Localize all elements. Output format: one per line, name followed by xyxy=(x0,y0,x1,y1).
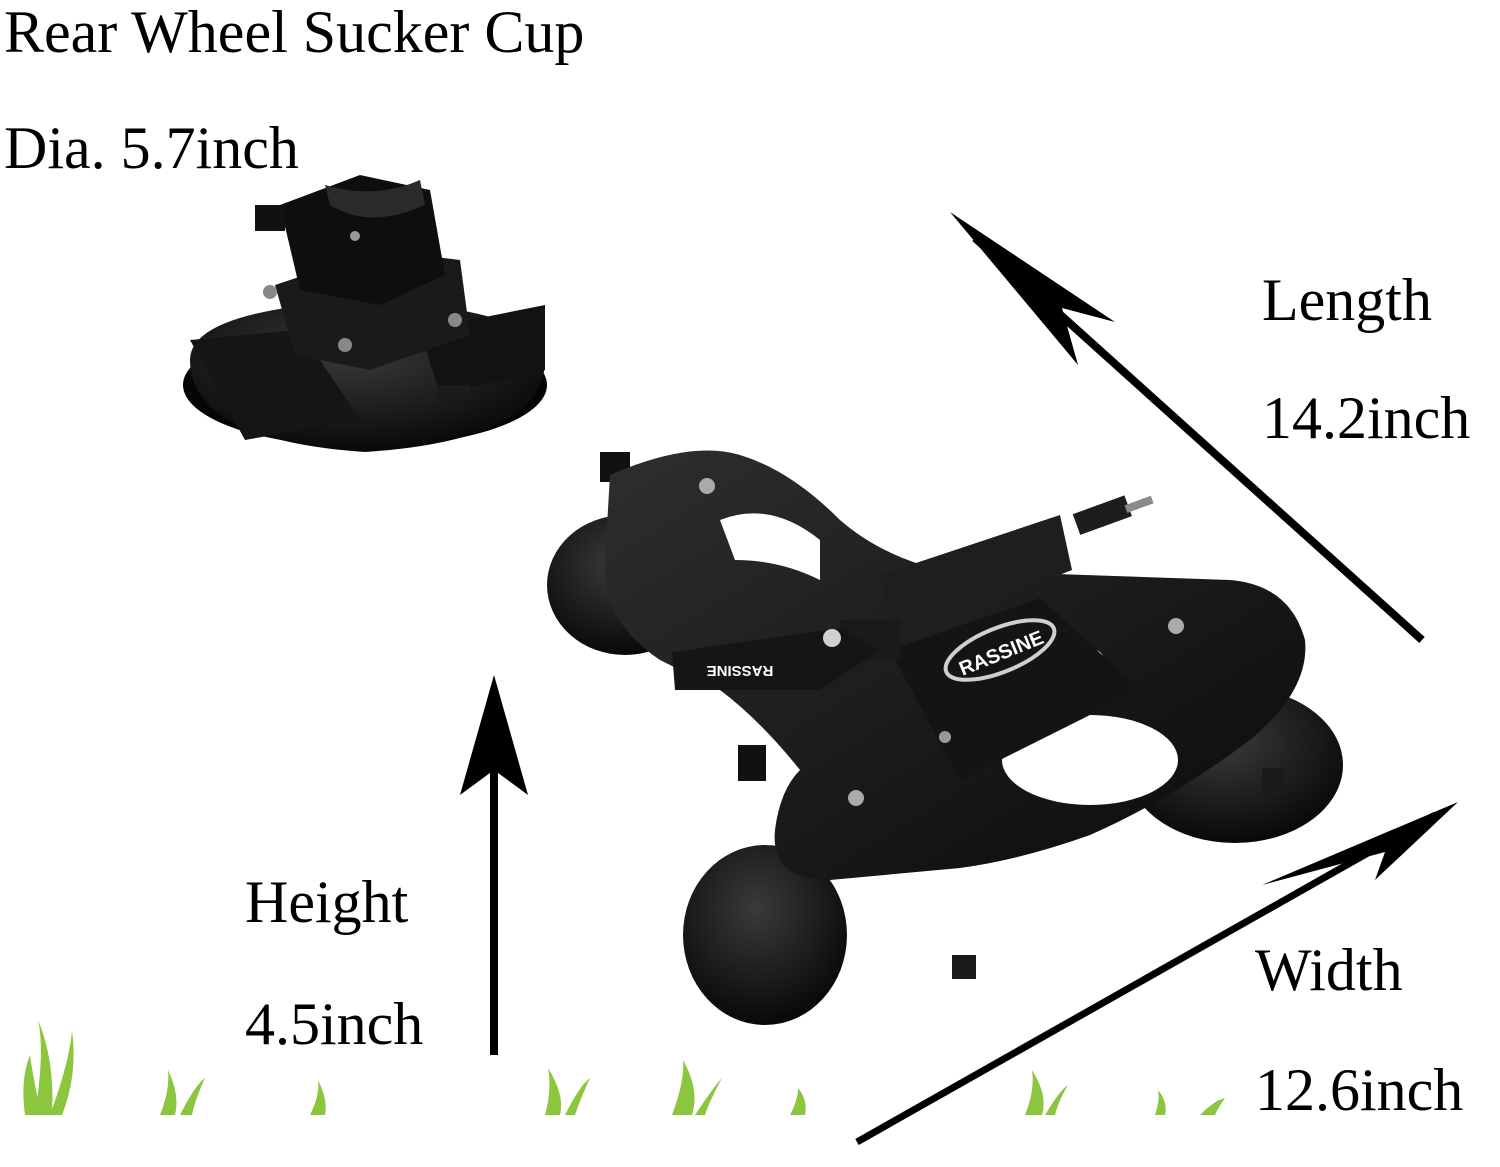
height-value: 4.5inch xyxy=(245,991,424,1057)
suction-cup-front xyxy=(683,745,976,1025)
length-arrow xyxy=(950,212,1425,643)
rear-cup-title: Rear Wheel Sucker Cup xyxy=(4,0,585,65)
rear-wheel-cup xyxy=(183,175,547,452)
grass-decoration xyxy=(23,1020,1225,1115)
lever-brand-text: RASSINE xyxy=(707,662,774,679)
rear-cup-diameter: Dia. 5.7inch xyxy=(4,115,299,181)
length-value: 14.2inch xyxy=(1262,385,1471,451)
height-arrow xyxy=(460,675,528,1055)
width-value: 12.6inch xyxy=(1255,1057,1464,1123)
height-label: Height xyxy=(245,869,409,935)
width-arrow xyxy=(855,802,1458,1146)
length-label: Length xyxy=(1262,267,1432,333)
quick-release-lever: RASSINE xyxy=(672,628,880,690)
width-label: Width xyxy=(1255,937,1403,1003)
fork-mount-block: RASSINE xyxy=(880,515,1140,780)
